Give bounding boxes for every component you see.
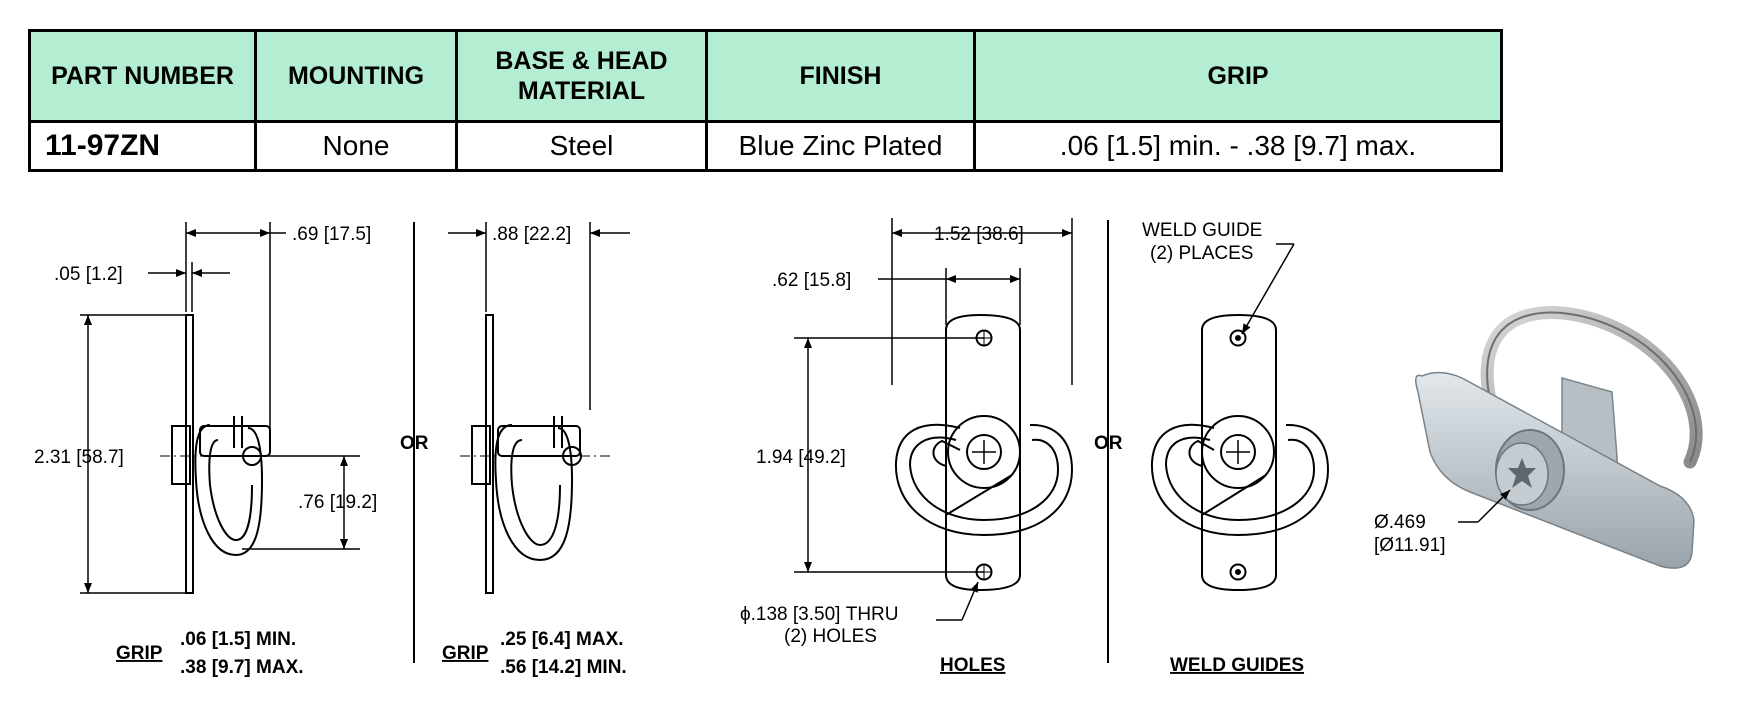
cell-grip: .06 [1.5] min. - .38 [9.7] max.	[973, 120, 1503, 172]
weld-guides-caption: WELD GUIDES	[1170, 655, 1304, 676]
grip-max-view1: .38 [9.7] MAX.	[180, 657, 304, 678]
grip-label-view1: GRIP	[116, 643, 163, 664]
grip-max-view2: .25 [6.4] MAX.	[500, 629, 624, 650]
dim-holes-spacing: 1.94 [49.2]	[756, 447, 846, 468]
dim-view2-top: .88 [22.2]	[492, 224, 571, 245]
weld-guides-view	[1150, 243, 1330, 592]
dim-holes-width: 1.52 [38.6]	[934, 224, 1024, 245]
dim-view1-thickness: .05 [1.2]	[54, 264, 123, 285]
holes-caption: HOLES	[940, 655, 1005, 676]
grip-min-view2: .56 [14.2] MIN.	[500, 657, 627, 678]
cell-mounting: None	[254, 120, 458, 172]
dim-holes-inner: .62 [15.8]	[772, 270, 851, 291]
header-finish: FINISH	[705, 29, 976, 123]
table-row: 11-97ZN None Steel Blue Zinc Plated .06 …	[28, 120, 1503, 172]
cell-material: Steel	[455, 120, 708, 172]
hole-note-line2: (2) HOLES	[784, 626, 877, 647]
or-label-2: OR	[1094, 433, 1123, 454]
grip-label-view2: GRIP	[442, 643, 489, 664]
header-mounting: MOUNTING	[254, 29, 458, 123]
header-material-line1: BASE & HEAD	[495, 47, 668, 75]
dim-view1-top: .69 [17.5]	[292, 224, 371, 245]
grip-min-view1: .06 [1.5] MIN.	[180, 629, 296, 650]
cell-part-number: 11-97ZN	[28, 120, 257, 172]
side-view-1	[80, 222, 360, 594]
weld-note-line1: WELD GUIDE	[1142, 220, 1262, 241]
holes-view	[794, 218, 1074, 621]
cell-finish: Blue Zinc Plated	[705, 120, 976, 172]
dim-view1-height: 2.31 [58.7]	[34, 447, 124, 468]
weld-note-line2: (2) PLACES	[1150, 243, 1253, 264]
hole-note-line1: ϕ.138 [3.50] THRU	[740, 604, 899, 625]
photo-dia-line2: [Ø11.91]	[1374, 535, 1445, 556]
product-photo	[1415, 306, 1703, 569]
or-label-1: OR	[400, 433, 429, 454]
side-view-2	[448, 222, 630, 594]
dim-view1-offset: .76 [19.2]	[298, 492, 377, 513]
photo-dia-line1: Ø.469	[1374, 512, 1426, 533]
header-material-line2: MATERIAL	[517, 77, 646, 105]
header-part-number: PART NUMBER	[28, 29, 257, 123]
header-grip: GRIP	[973, 29, 1503, 123]
